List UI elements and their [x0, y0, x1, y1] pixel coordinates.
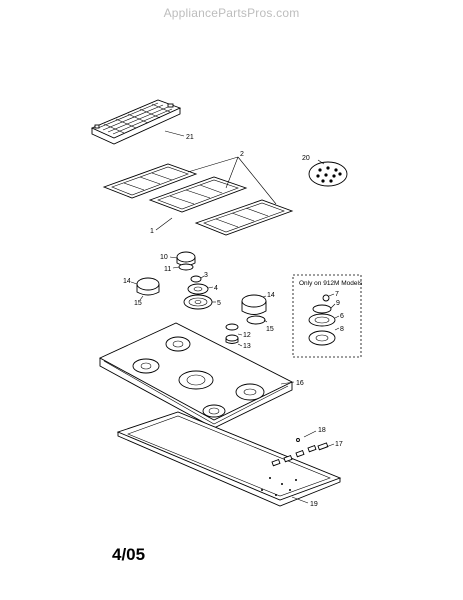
- small-burner-base-part: [225, 323, 239, 344]
- left-burner-cap-part: [136, 277, 160, 296]
- part-label-14: 14: [123, 278, 131, 285]
- site-watermark: AppliancePartsPros.com: [163, 6, 300, 20]
- right-burner-cap-part: [241, 294, 267, 325]
- part-label-17: 17: [335, 441, 343, 448]
- part-label-18: 18: [318, 427, 326, 434]
- part-label-15b: 15: [266, 326, 274, 333]
- part-label-16: 16: [296, 380, 304, 387]
- part-label-20: 20: [302, 155, 310, 162]
- part-label-3: 3: [204, 272, 208, 279]
- part-label-7: 7: [335, 291, 339, 298]
- part-label-13: 13: [243, 343, 251, 350]
- part-label-10: 10: [160, 254, 168, 261]
- part-label-6: 6: [340, 313, 344, 320]
- part-label-19: 19: [310, 501, 318, 508]
- model-box-title: Only on 912M Models: [299, 280, 363, 287]
- revision-date: 4/05: [112, 545, 146, 564]
- part-label-14b: 14: [267, 292, 275, 299]
- bottom-pan-part: [116, 411, 342, 507]
- part-label-12: 12: [243, 332, 251, 339]
- part-label-5: 5: [217, 300, 221, 307]
- simmer-plate-part: [308, 161, 348, 187]
- part-label-2: 2: [240, 151, 244, 158]
- model-specific-box: Only on 912M Models: [292, 274, 363, 358]
- part-label-4: 4: [214, 285, 218, 292]
- part-label-9: 9: [336, 300, 340, 307]
- part-label-15a: 15: [134, 300, 142, 307]
- griddle-part: [90, 99, 182, 145]
- center-burner-assembly-part: [183, 275, 213, 310]
- cooktop-part: [98, 322, 294, 429]
- burner-grates-part: [102, 163, 294, 236]
- part-label-8: 8: [340, 326, 344, 333]
- part-label-1: 1: [150, 228, 154, 235]
- small-burner-cap-part: [176, 251, 196, 271]
- part-label-11: 11: [164, 266, 171, 273]
- part-label-21: 21: [186, 134, 194, 141]
- side-bracket-part: [296, 438, 329, 451]
